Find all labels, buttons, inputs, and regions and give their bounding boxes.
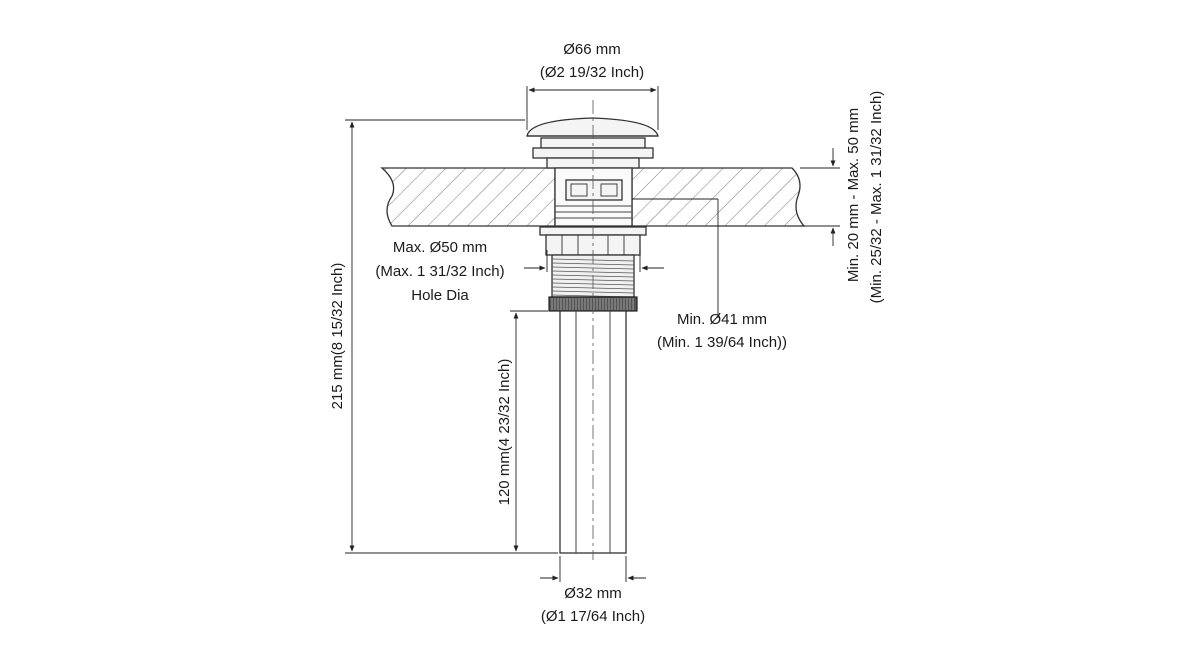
- bottom-diameter-dimension: [540, 556, 646, 582]
- inner-diameter-mm: Min. Ø41 mm: [676, 311, 767, 328]
- tail-length-label: 120 mm(4 23/32 Inch): [496, 358, 513, 506]
- inner-diameter-leader: [632, 198, 719, 318]
- drain-body: [554, 167, 633, 227]
- total-height-label: 215 mm(8 15/32 Inch): [329, 262, 346, 410]
- hole-dia-caption: Hole Dia: [411, 287, 469, 304]
- inner-diameter-inch: (Min. 1 39/64 Inch)): [656, 334, 788, 351]
- top-diameter-inch: (Ø2 19/32 Inch): [539, 64, 645, 81]
- bottom-diameter-mm: Ø32 mm: [564, 585, 622, 602]
- total-height-dimension: [345, 119, 558, 554]
- top-diameter-mm: Ø66 mm: [563, 41, 621, 58]
- hole-dia-inch: (Max. 1 31/32 Inch): [375, 263, 505, 280]
- tail-length-dimension: [510, 310, 548, 552]
- top-diameter-dimension: [526, 86, 659, 130]
- thickness-mm-label: Min. 20 mm - Max. 50 mm: [845, 107, 862, 283]
- drain-cap: [526, 117, 659, 169]
- hole-dia-mm: Max. Ø50 mm: [392, 239, 488, 256]
- countertop: [380, 167, 806, 227]
- thickness-inch-label: (Min. 25/32 - Max. 1 31/32 Inch): [868, 90, 885, 304]
- thickness-dimension: [800, 148, 840, 246]
- hole-diameter-dimension: [524, 250, 664, 272]
- bottom-diameter-inch: (Ø1 17/64 Inch): [540, 608, 646, 625]
